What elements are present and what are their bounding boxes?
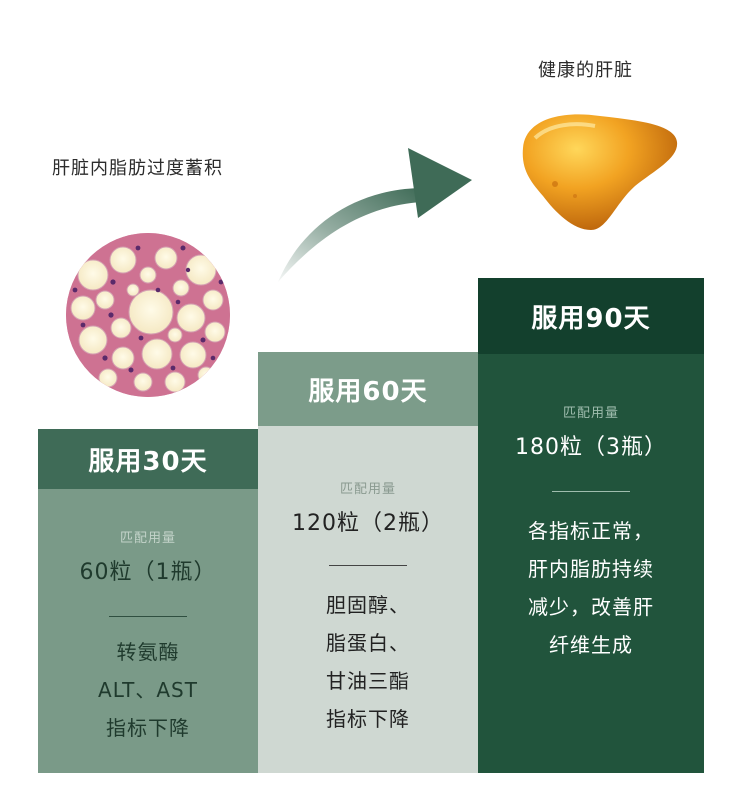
dosage-label: 匹配用量 (562, 406, 619, 421)
effects-list: 胆固醇、 脂蛋白、 甘油三酯 指标下降 (258, 586, 478, 738)
dosage-label: 匹配用量 (119, 531, 176, 546)
effect-line: 纤维生成 (549, 633, 633, 657)
divider (329, 565, 407, 566)
effect-line: 减少，改善肝 (528, 595, 654, 619)
effect-line: ALT、AST (98, 678, 198, 702)
progress-arrow (270, 140, 480, 290)
divider (109, 616, 187, 617)
effect-line: 肝内脂肪持续 (528, 557, 654, 581)
effect-line: 指标下降 (106, 716, 190, 740)
healthy-liver-image (515, 108, 685, 238)
healthy-liver-caption: 健康的肝脏 (538, 60, 633, 81)
stage-30-days-column: 服用30天 匹配用量 60粒（1瓶） 转氨酶 ALT、AST 指标下降 (38, 429, 258, 773)
effect-line: 转氨酶 (116, 640, 180, 664)
effect-line: 指标下降 (326, 707, 410, 731)
effect-line: 甘油三酯 (326, 669, 410, 693)
stage-60-days-title: 服用60天 (258, 352, 478, 426)
dosage-quantity: 120粒（2瓶） (292, 511, 444, 536)
stage-90-days-column: 服用90天 匹配用量 180粒（3瓶） 各指标正常， 肝内脂肪持续 减少，改善肝… (478, 278, 704, 773)
effects-list: 转氨酶 ALT、AST 指标下降 (38, 633, 258, 747)
fatty-liver-micrograph (63, 230, 233, 400)
fatty-liver-caption: 肝脏内脂肪过度蓄积 (52, 158, 223, 179)
divider (552, 491, 630, 492)
dosage-label: 匹配用量 (339, 482, 396, 497)
effect-line: 各指标正常， (528, 519, 654, 543)
dosage-quantity: 180粒（3瓶） (515, 435, 667, 460)
dosage-quantity: 60粒（1瓶） (79, 560, 217, 585)
effect-line: 胆固醇、 (326, 593, 410, 617)
stage-90-days-title: 服用90天 (478, 278, 704, 354)
stage-60-days-column: 服用60天 匹配用量 120粒（2瓶） 胆固醇、 脂蛋白、 甘油三酯 指标下降 (258, 352, 478, 773)
stage-30-days-title: 服用30天 (38, 429, 258, 489)
effects-list: 各指标正常， 肝内脂肪持续 减少，改善肝 纤维生成 (478, 512, 704, 664)
effect-line: 脂蛋白、 (326, 631, 410, 655)
